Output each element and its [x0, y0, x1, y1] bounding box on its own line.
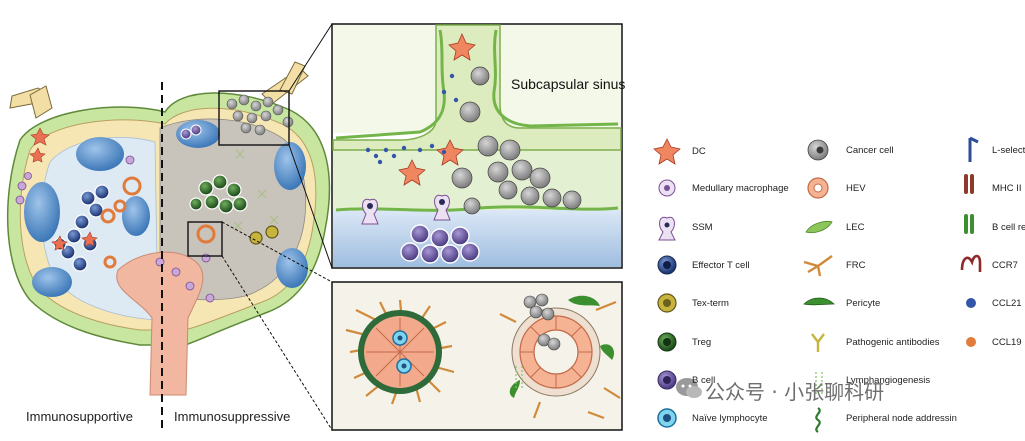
lymph-node [6, 23, 333, 431]
treg-icon [657, 332, 677, 352]
cancer-cell-icon [807, 139, 829, 161]
legend-tex-term: Tex-term [692, 298, 729, 309]
dc-icon [653, 138, 681, 165]
subcapsular-sinus-panel [331, 23, 623, 269]
hev-panel [331, 281, 623, 431]
legend-mhc-ii: MHC II [992, 183, 1022, 194]
label-immunosupportive: Immunosupportive [26, 409, 133, 424]
legend-effector-t-cell: Effector T cell [692, 260, 750, 271]
legend-treg: Treg [692, 337, 712, 348]
ccl19-icon [966, 337, 976, 347]
hev-icon [807, 177, 829, 199]
legend-lec: LEC [846, 222, 865, 233]
frc-icon [803, 255, 833, 277]
pna-icon [815, 407, 821, 433]
lec-icon [805, 220, 833, 234]
legend-pathogenic-antibodies: Pathogenic antibodies [846, 337, 940, 348]
legend-naive-lymphocyte: Naïve lymphocyte [692, 413, 768, 424]
pericyte-icon [803, 297, 835, 306]
mhc-ii-icon [964, 174, 974, 194]
legend-frc: FRC [846, 260, 866, 271]
l-selectin-icon [968, 136, 979, 162]
medullary-macrophage-icon [658, 179, 676, 197]
effector-t-cell-icon [657, 255, 677, 275]
legend-lymphangiogenesis: Lymphangiogenesis [846, 375, 931, 386]
ccl21-icon [966, 298, 976, 308]
legend-pericyte: Pericyte [846, 298, 881, 309]
label-immunosuppressive: Immunosuppressive [174, 409, 291, 424]
naive-lymphocyte-icon [657, 408, 677, 428]
zoom-box-hev [187, 221, 223, 257]
legend-ssm: SSM [692, 222, 713, 233]
legend-l-selectin: L-selecti [992, 145, 1025, 156]
ssm-icon [658, 216, 676, 241]
legend-ccl19: CCL19 [992, 337, 1022, 348]
label-subcapsular-sinus: Subcapsular sinus [511, 76, 626, 92]
wechat-icon [676, 378, 702, 398]
legend-b-cell: B cell [692, 375, 716, 386]
watermark-text: 公众号 · 小张聊科研 [705, 380, 885, 404]
zoom-box-sinus [218, 90, 290, 146]
legend-hev: HEV [846, 183, 866, 194]
legend-ccr7: CCR7 [992, 260, 1018, 271]
legend-dc: DC [692, 146, 706, 157]
legend-medullary-macrophage: Medullary macrophage [692, 183, 789, 194]
b-cell-icon [657, 370, 677, 390]
legend-icons [653, 136, 982, 433]
legend-ccl21: CCL21 [992, 298, 1022, 309]
ccr7-icon [960, 254, 982, 272]
antibody-icon [811, 333, 825, 352]
legend-cancer-cell: Cancer cell [846, 145, 894, 156]
tex-term-icon [657, 293, 677, 313]
legend-peripheral-node-addressin: Peripheral node addressin [846, 413, 957, 424]
legend-b-cell-receptor: B cell re [992, 222, 1025, 233]
b-cell-receptor-icon [964, 214, 974, 234]
